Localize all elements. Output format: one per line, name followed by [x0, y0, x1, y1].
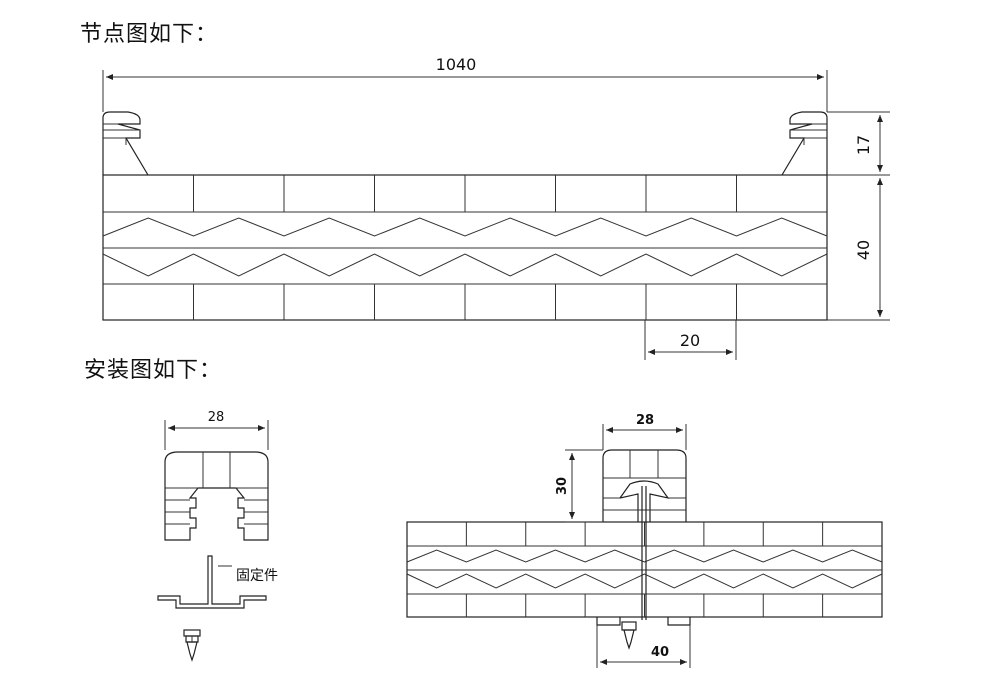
- left-clip: [102, 111, 149, 176]
- node-panel: [102, 174, 828, 321]
- assembly-panel: [406, 521, 883, 618]
- dimension-1040: 1040: [102, 55, 828, 112]
- right-clip: [781, 111, 828, 176]
- fixing-part: 固定件: [157, 555, 278, 609]
- dim-17-label: 17: [854, 135, 873, 155]
- assembly-dim-28: 28: [602, 413, 687, 450]
- base-width-label: 40: [651, 645, 669, 660]
- dim-20-label: 20: [680, 331, 700, 350]
- assembly-width-label: 28: [636, 413, 654, 428]
- assembly-height-label: 30: [555, 477, 570, 495]
- install-diagram-heading: 安装图如下：: [84, 358, 223, 383]
- assembly-dim-30: 30: [555, 449, 603, 523]
- clip-width-label: 28: [208, 410, 225, 425]
- dim-40-label: 40: [854, 240, 873, 260]
- assembly-clip: [602, 449, 687, 620]
- dimension-20: 20: [644, 320, 737, 360]
- fixing-part-label: 固定件: [236, 568, 278, 584]
- screw-icon: [183, 629, 201, 662]
- dimension-right: 17 40: [827, 111, 890, 321]
- node-diagram-heading: 节点图如下：: [80, 22, 219, 47]
- assembly-base: [596, 617, 691, 650]
- dim-1040-label: 1040: [436, 55, 477, 74]
- clip-detail: 28: [164, 410, 269, 541]
- assembly-dim-40: 40: [596, 625, 691, 668]
